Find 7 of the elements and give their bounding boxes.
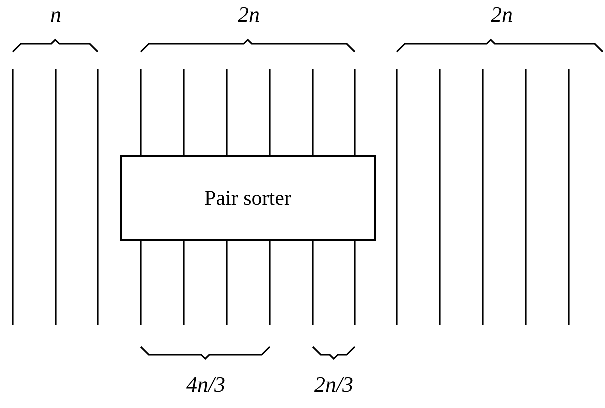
size-label: n <box>50 2 62 28</box>
size-label: 4n/3 <box>186 372 226 398</box>
size-label: 2n <box>238 2 260 28</box>
size-label: 2n/3 <box>314 372 354 398</box>
size-label: 2n <box>491 2 513 28</box>
box-label: Pair sorter <box>204 186 292 210</box>
process-box <box>120 155 376 241</box>
